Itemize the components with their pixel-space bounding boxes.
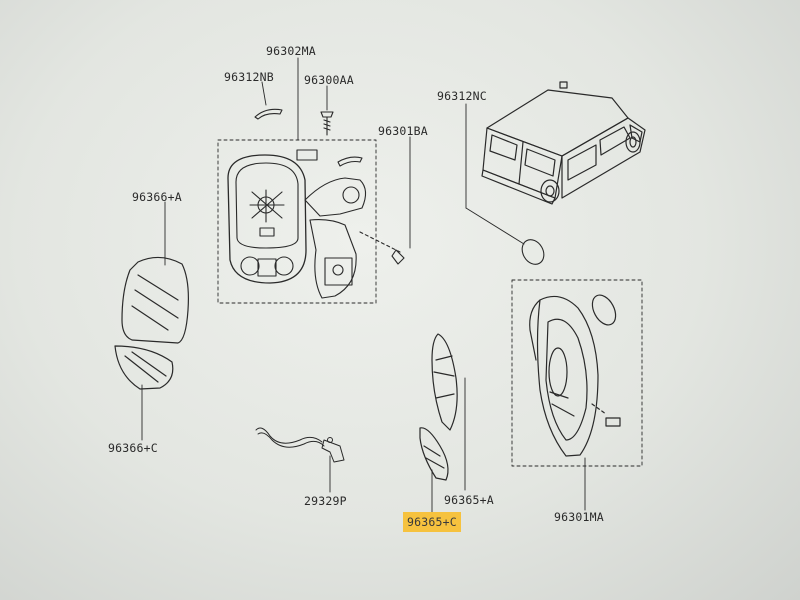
mirror-glass-upper	[121, 256, 189, 344]
label-part-96301MA: 96301MA	[554, 510, 604, 524]
label-part-96301BA: 96301BA	[378, 124, 428, 138]
part-96300AA-screw	[320, 111, 334, 136]
mirror-housing-assembly	[227, 149, 405, 299]
label-part-96312NC: 96312NC	[437, 89, 487, 103]
label-part-96366A: 96366+A	[132, 190, 182, 204]
wire-harness	[255, 427, 345, 463]
label-part-29329P: 29329P	[304, 494, 347, 508]
label-part-96300AA: 96300AA	[304, 73, 354, 87]
lens-part	[521, 239, 545, 265]
group-boxes	[217, 139, 643, 467]
cover-upper	[431, 333, 458, 431]
mirror-glass-lower	[114, 345, 174, 390]
leader-lines	[141, 57, 586, 513]
cover-lower	[419, 427, 449, 481]
label-part-96365C-highlighted: 96365+C	[403, 512, 461, 532]
van-illustration	[481, 81, 646, 205]
label-part-96365A: 96365+A	[444, 493, 494, 507]
label-part-96302MA: 96302MA	[266, 44, 316, 58]
mirror-assembly-complete	[529, 294, 621, 457]
label-part-96312NB: 96312NB	[224, 70, 274, 84]
label-part-96366C: 96366+C	[108, 441, 158, 455]
part-96312NB	[254, 108, 283, 120]
